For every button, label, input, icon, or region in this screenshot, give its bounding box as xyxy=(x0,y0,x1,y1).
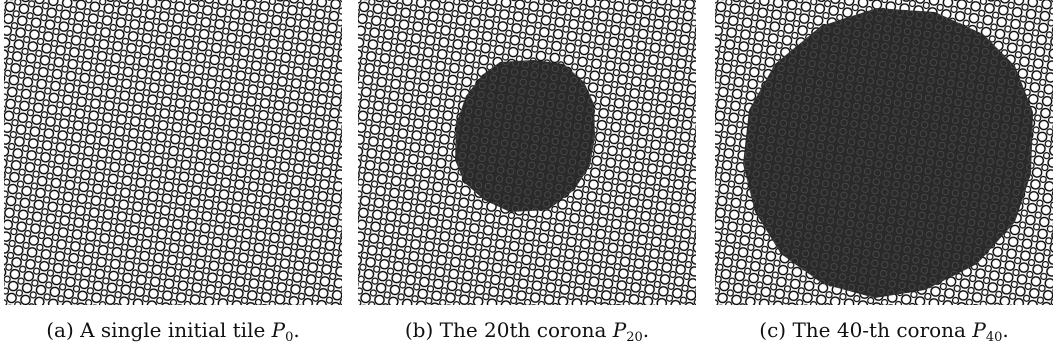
caption-a: (a) A single initial tile P0. xyxy=(4,318,342,345)
caption-end: . xyxy=(642,318,650,342)
panel-c: (c) The 40-th corona P40. xyxy=(715,0,1053,345)
caption-label: (b) xyxy=(404,318,434,342)
caption-c: (c) The 40-th corona P40. xyxy=(715,318,1053,345)
corona-region xyxy=(743,8,1033,298)
tiling-image-a xyxy=(4,0,342,305)
caption-text: The 20th corona xyxy=(439,318,607,342)
caption-sub: 20 xyxy=(626,330,643,345)
panel-a: (a) A single initial tile P0. xyxy=(4,0,342,345)
caption-sub: 40 xyxy=(985,330,1003,345)
caption-end: . xyxy=(293,318,300,342)
caption-b: (b) The 20th corona P20. xyxy=(358,318,696,345)
caption-var: P xyxy=(271,318,286,342)
caption-text: The 40-th corona xyxy=(792,318,966,342)
caption-sub: 0 xyxy=(285,330,294,345)
corona-region xyxy=(455,60,595,212)
caption-text: A single initial tile xyxy=(80,318,266,342)
caption-label: (a) xyxy=(46,318,74,342)
caption-label: (c) xyxy=(759,318,787,342)
panel-b: (b) The 20th corona P20. xyxy=(358,0,696,345)
caption-end: . xyxy=(1002,318,1009,342)
tiling-image-c xyxy=(715,0,1053,305)
tiling-image-b xyxy=(358,0,696,305)
caption-var: P xyxy=(972,318,986,342)
caption-var: P xyxy=(612,318,627,342)
tiling-background xyxy=(4,0,342,305)
